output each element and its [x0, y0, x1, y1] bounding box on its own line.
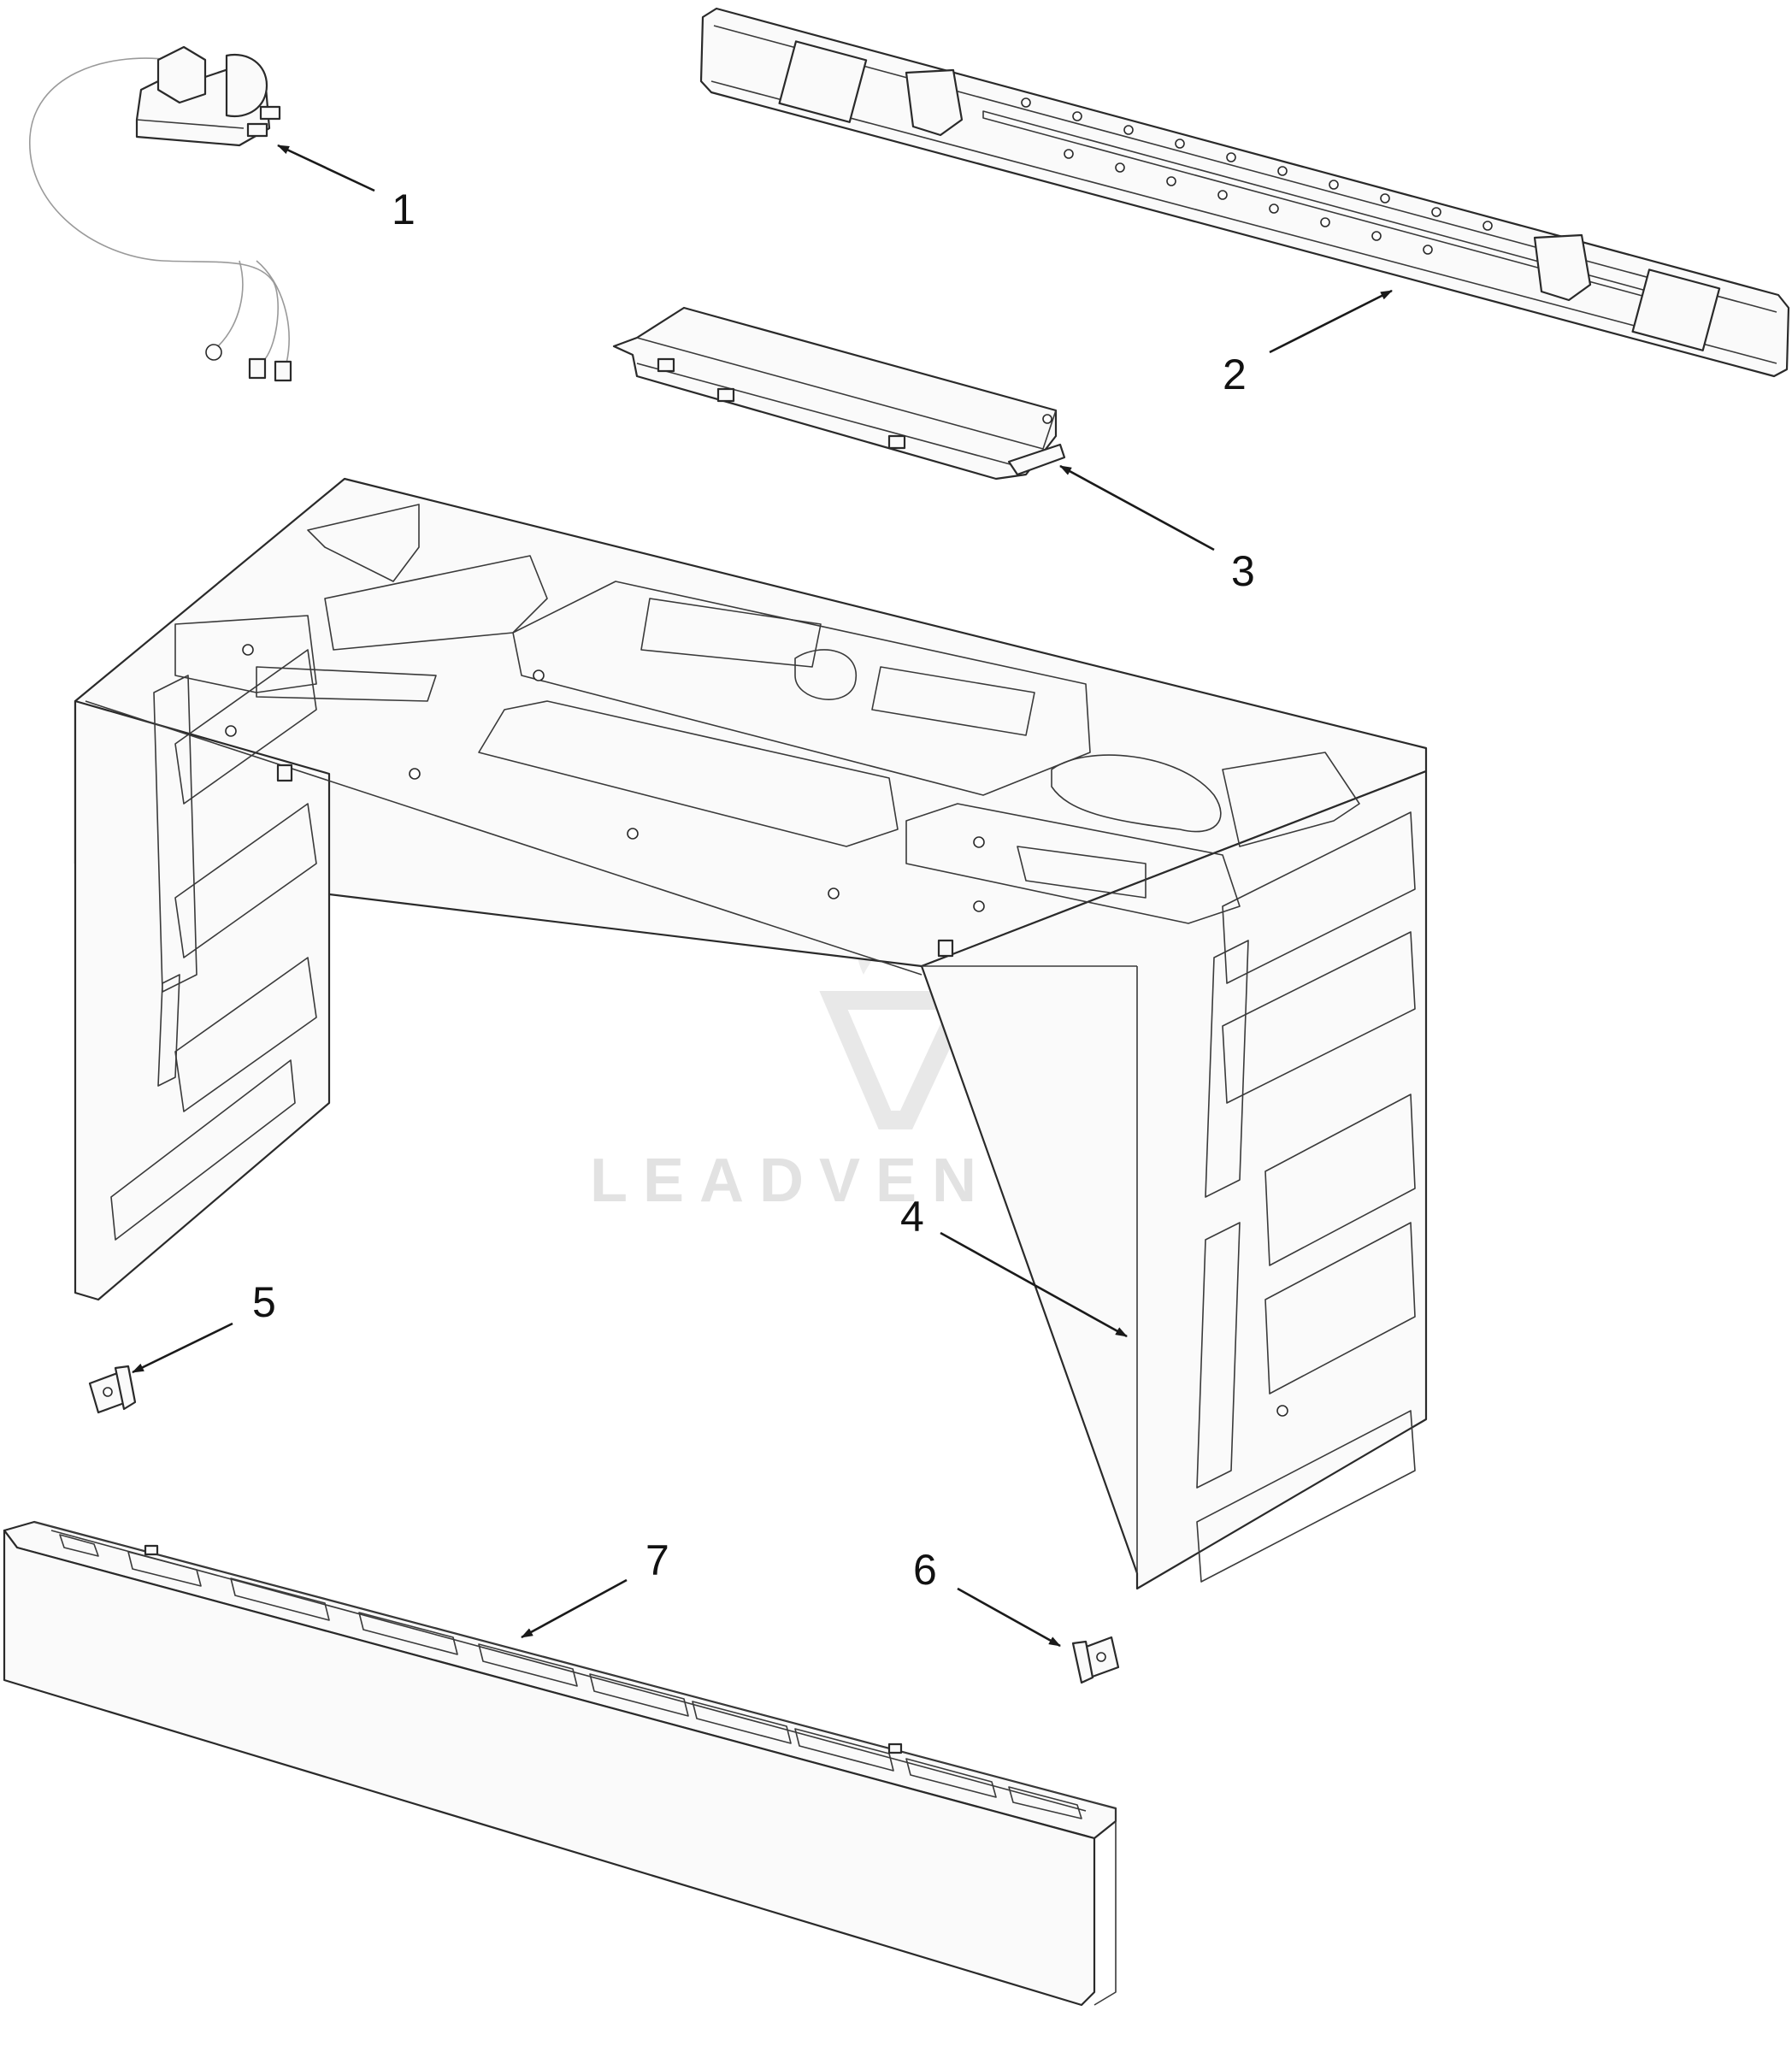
part-1-power-cord — [29, 45, 292, 382]
callout-lines — [132, 144, 1393, 1648]
callout-6: 6 — [913, 1546, 937, 1594]
leader-line-1 — [277, 144, 375, 192]
callout-7: 7 — [645, 1536, 669, 1584]
part-7-front-panel — [3, 1520, 1117, 2007]
callout-3: 3 — [1231, 547, 1255, 595]
part-5-clip — [88, 1365, 137, 1414]
rail-holes — [1021, 97, 1493, 255]
part-4-cabinet-frame — [74, 477, 1428, 1590]
callout-4: 4 — [900, 1193, 924, 1241]
callout-numbers: 1 2 3 4 5 6 7 — [252, 186, 1255, 1594]
part-6-clip — [1071, 1636, 1120, 1684]
leader-line-3 — [1059, 464, 1215, 551]
leader-line-4 — [940, 1231, 1128, 1338]
leader-line-2 — [1269, 289, 1393, 354]
callout-2: 2 — [1223, 351, 1247, 398]
part-3-bracket — [612, 306, 1066, 481]
callout-1: 1 — [392, 186, 416, 233]
leader-line-7 — [521, 1578, 628, 1639]
leader-line-6 — [957, 1587, 1061, 1648]
leader-line-5 — [132, 1322, 233, 1374]
part-2-mounting-rail — [699, 7, 1790, 378]
callout-5: 5 — [252, 1278, 276, 1326]
